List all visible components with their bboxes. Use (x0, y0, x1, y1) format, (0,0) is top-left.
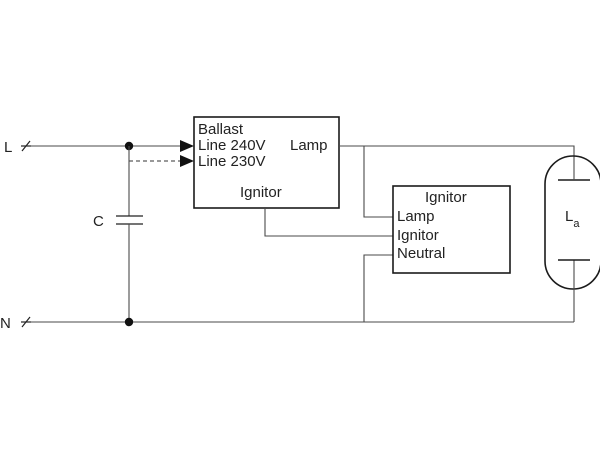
ballast-lamp-wire (339, 145, 575, 166)
lamp-label-main: L (565, 208, 573, 225)
ignitor-neutral-label: Neutral (397, 245, 445, 262)
ignitor-box (392, 185, 511, 274)
ballast-line-230v-label: Line 230V (198, 153, 266, 170)
ignitor-ignitor-label: Ignitor (397, 227, 439, 244)
lamp-label-sub: a (573, 218, 580, 230)
ballast-ignitor-wire (264, 208, 393, 237)
ballast-title: Ballast (198, 121, 244, 138)
ballast-ignitor-label: Ignitor (240, 184, 282, 201)
neutral-junction-dot (124, 317, 134, 327)
ballast-lamp-label: Lamp (290, 137, 328, 154)
line-terminal-symbol (21, 140, 31, 152)
ignitor-lamp-label: Lamp (397, 208, 435, 225)
capacitor-label: C (93, 213, 104, 230)
lamp-label: La (565, 208, 580, 230)
ballast-line-240v-label: Line 240V (198, 137, 266, 154)
ignitor-lamp-wire (363, 146, 393, 218)
ballast-box (193, 116, 340, 209)
line-230v-arrow-icon (180, 155, 194, 167)
ignitor-title: Ignitor (425, 189, 467, 206)
neutral-terminal-symbol (21, 316, 31, 328)
ignitor-neutral-wire (363, 254, 393, 322)
line-terminal-label: L (4, 139, 12, 156)
line-240v-arrow-icon (180, 140, 194, 152)
lamp-tube (544, 155, 600, 290)
neutral-terminal-label: N (0, 315, 11, 332)
